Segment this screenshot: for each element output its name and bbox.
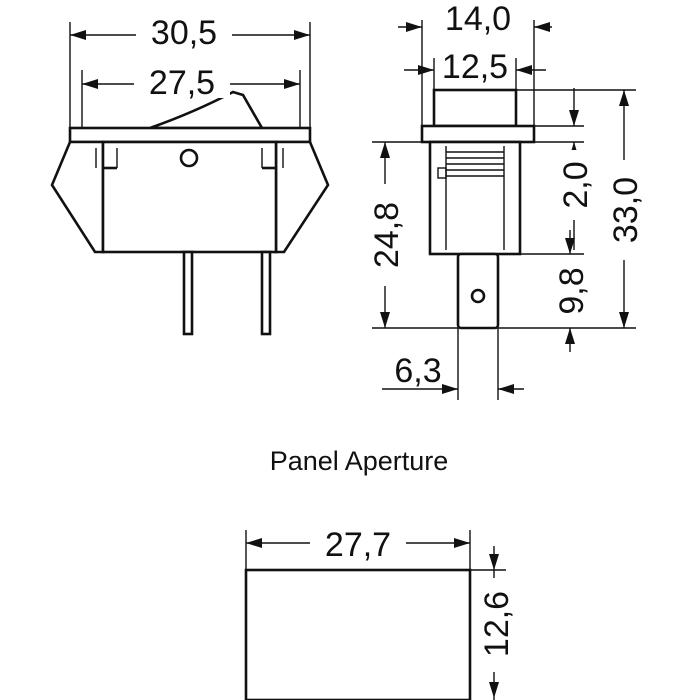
aperture-outline xyxy=(244,568,472,700)
front-bezel xyxy=(68,126,312,144)
label-aperture-height: 12,6 xyxy=(478,591,516,657)
label-total-height: 33,0 xyxy=(607,177,645,243)
front-view: 30,5 27,5 xyxy=(50,10,330,336)
side-view: 14,0 12,5 24,8 xyxy=(366,0,645,400)
front-terminal-right xyxy=(260,250,272,336)
dimension-33-0: 33,0 xyxy=(516,89,645,329)
indicator-hole xyxy=(179,148,199,168)
dimension-6-3: 6,3 xyxy=(382,328,524,400)
dimension-12-6: 12,6 xyxy=(470,546,516,700)
dimension-9-8: 9,8 xyxy=(498,230,591,352)
dimension-27-7: 27,7 xyxy=(245,524,471,570)
side-bezel xyxy=(420,124,536,144)
dimension-12-5: 12,5 xyxy=(404,48,546,90)
right-snap-clip xyxy=(274,140,330,254)
side-actuator xyxy=(432,88,518,128)
rocker-actuator xyxy=(149,90,265,130)
label-outer-width: 14,0 xyxy=(445,0,511,38)
label-inner-width: 12,5 xyxy=(442,48,508,86)
label-terminal-length: 9,8 xyxy=(553,267,591,314)
side-body xyxy=(428,140,522,256)
dimension-27-5: 27,5 xyxy=(81,60,301,128)
dimension-2-0: 2,0 xyxy=(534,88,595,250)
label-overall-width: 30,5 xyxy=(151,14,217,52)
panel-aperture-title: Panel Aperture xyxy=(270,446,449,476)
dimension-30-5: 30,5 xyxy=(69,10,311,128)
label-body-height: 24,8 xyxy=(368,202,406,268)
label-bezel-height: 2,0 xyxy=(557,161,595,208)
label-terminal-width: 6,3 xyxy=(394,352,441,390)
dimension-24-8: 24,8 xyxy=(366,141,458,329)
front-terminal-left xyxy=(182,250,194,336)
panel-aperture: Panel Aperture 27,7 12,6 xyxy=(244,446,516,700)
terminal-hole xyxy=(470,288,486,304)
dimension-14-0: 14,0 xyxy=(398,0,552,126)
label-aperture-width: 27,7 xyxy=(325,526,391,564)
left-snap-clip xyxy=(50,140,105,254)
label-body-width: 27,5 xyxy=(149,64,215,102)
